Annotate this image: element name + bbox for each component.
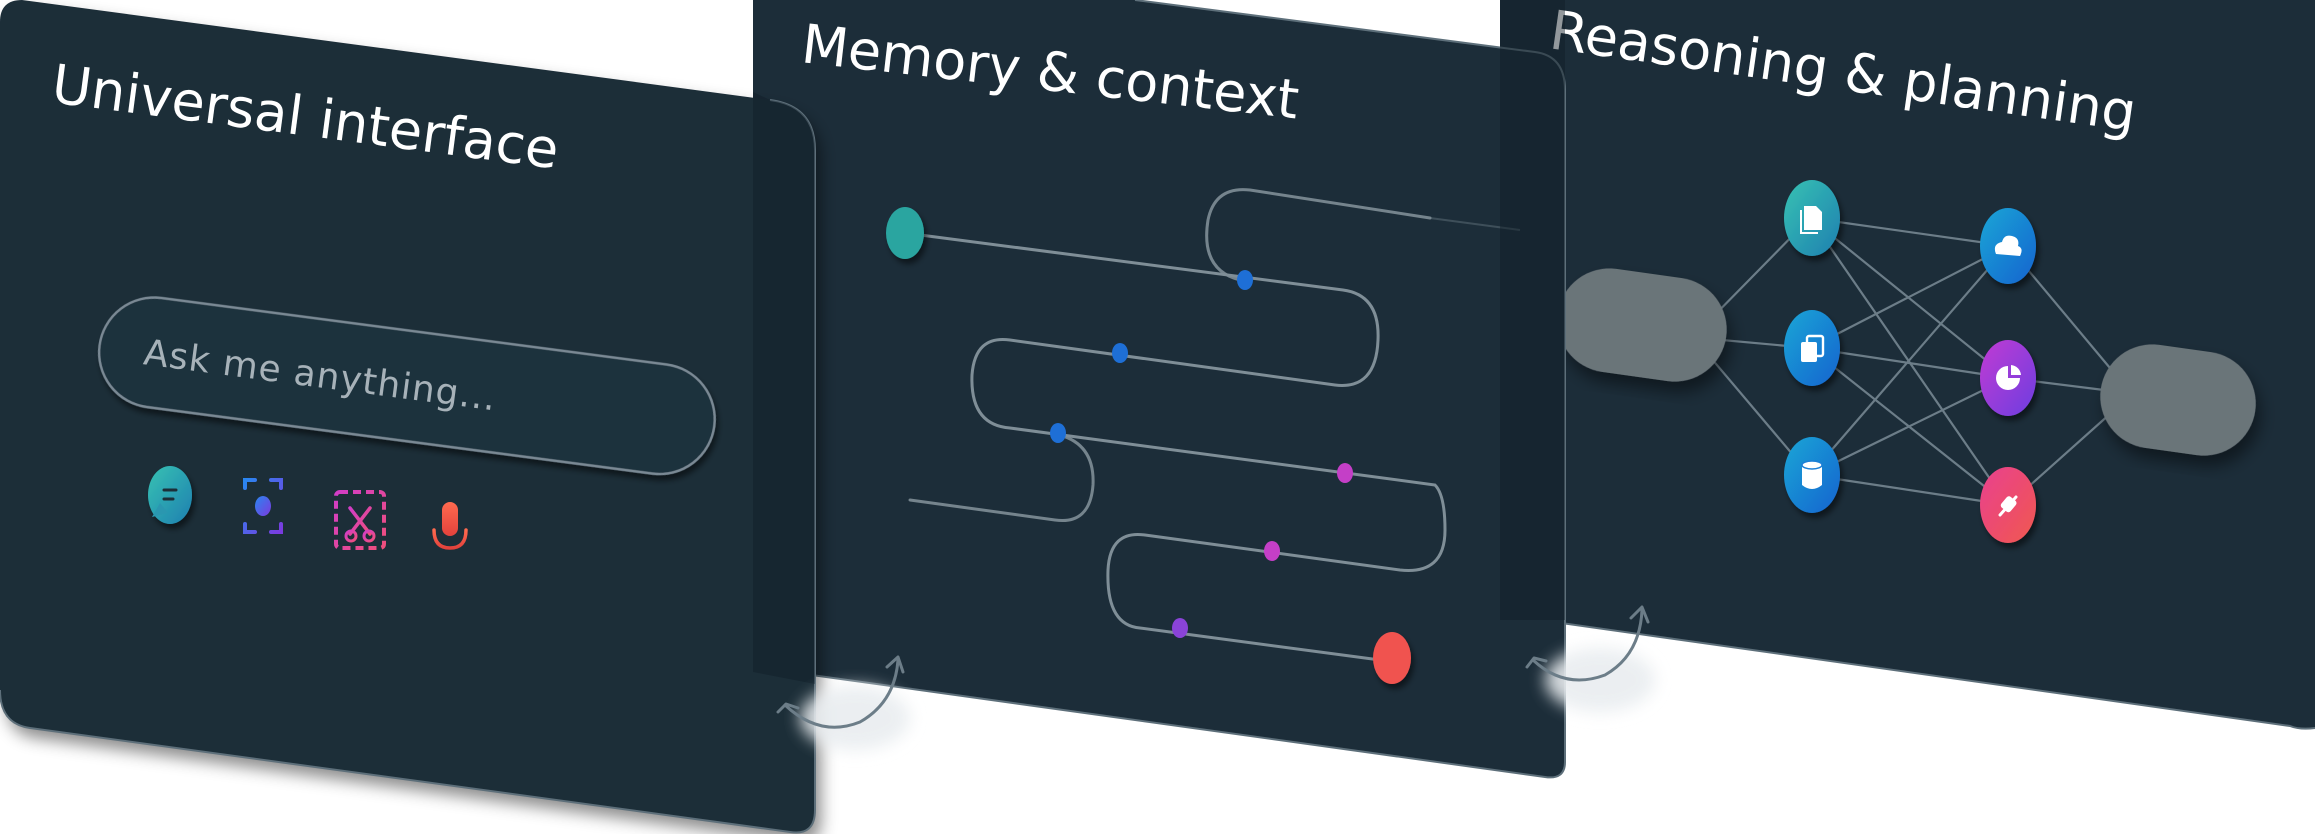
database-icon (1784, 437, 1840, 513)
memory-point (1172, 618, 1188, 638)
search-input[interactable]: Ask me anything... (92, 291, 721, 481)
panel-memory-context: Memory & context (753, 0, 1566, 779)
memory-point (1050, 423, 1066, 443)
input-node (1557, 268, 1727, 382)
plug-icon (1980, 467, 2036, 543)
memory-point (1237, 270, 1253, 290)
network-connections (1698, 216, 2122, 507)
copy-icon (1784, 310, 1840, 386)
panel-reasoning-planning: Reasoning & planning (1500, 0, 2315, 730)
memory-start-point (886, 207, 924, 259)
memory-point (1112, 343, 1128, 363)
memory-point (1337, 463, 1353, 483)
screen-capture-icon[interactable] (243, 478, 283, 534)
memory-point (1264, 541, 1280, 561)
document-icon (1784, 180, 1840, 256)
arrow-connector-2-3 (1525, 605, 1655, 712)
panel-universal-interface: Universal interface Ask me anything... (0, 0, 816, 834)
output-node (2100, 344, 2256, 456)
microphone-icon[interactable] (432, 502, 468, 562)
memory-end-point (1373, 632, 1411, 684)
chat-bubble-icon[interactable] (148, 466, 192, 524)
cloud-icon (1980, 208, 2036, 284)
memory-track (903, 231, 1447, 662)
cut-clip-icon[interactable] (334, 490, 386, 550)
pie-chart-icon (1980, 340, 2036, 416)
arrow-connector-1-2 (776, 655, 910, 750)
memory-points (886, 207, 1411, 684)
